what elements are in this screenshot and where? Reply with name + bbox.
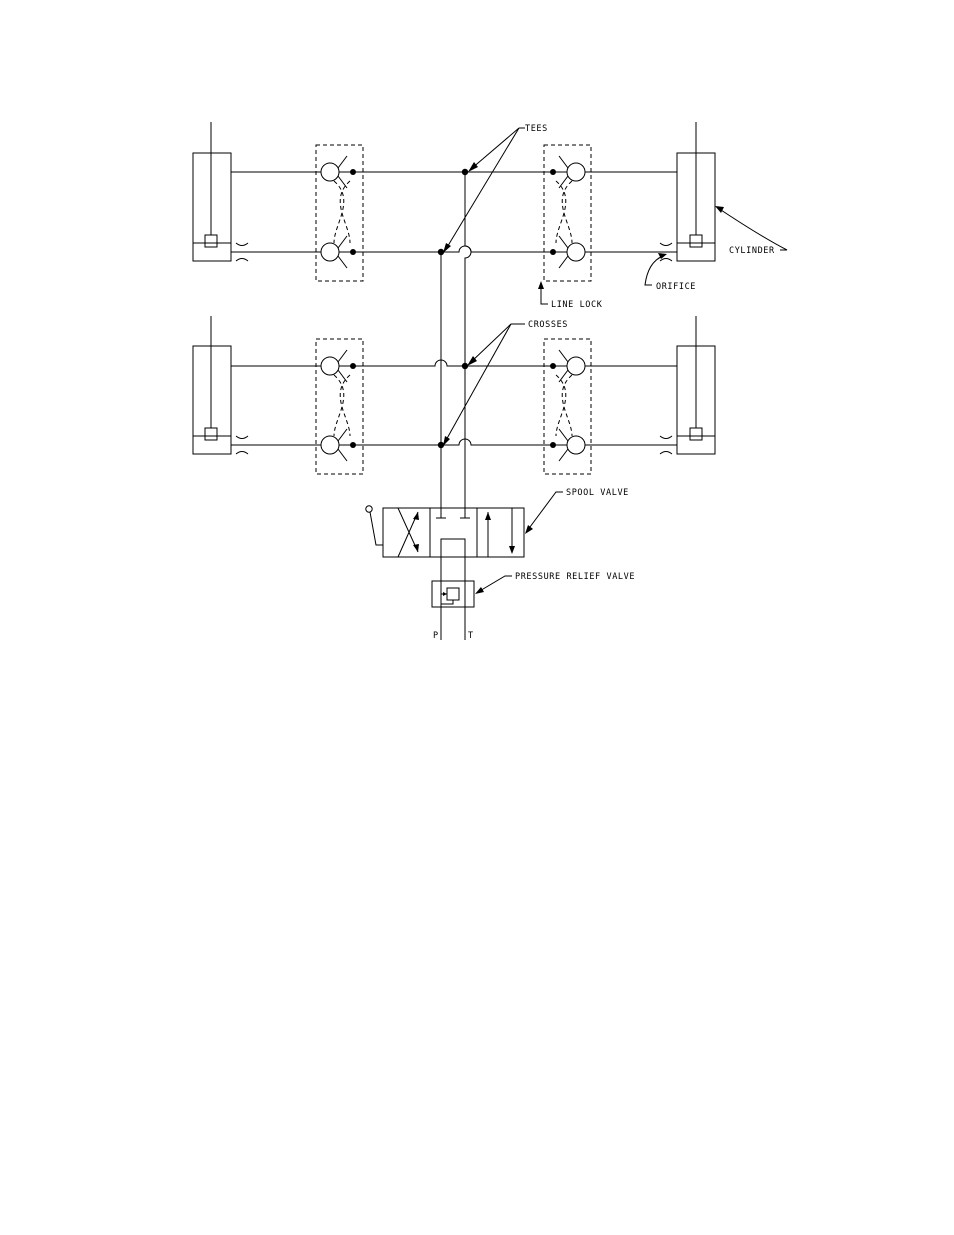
- cylinder-bottom-right: [677, 316, 715, 454]
- label-line-lock: LINE LOCK: [551, 300, 603, 310]
- line-lock-bottom-left: [316, 339, 363, 474]
- pressure-relief-valve: [432, 581, 474, 607]
- line-lock-bottom-right: [544, 339, 591, 474]
- label-tees: TEES: [525, 124, 548, 134]
- cylinder-top-right: [677, 122, 715, 261]
- label-spool-valve: SPOOL VALVE: [566, 488, 629, 498]
- cylinder-top-left: [193, 122, 231, 261]
- cylinder-bottom-left: [193, 316, 231, 454]
- labels: TEES CYLINDER ORIFICE LINE LOCK CROSSES …: [433, 124, 775, 641]
- leaders: [443, 128, 787, 594]
- label-crosses: CROSSES: [528, 320, 568, 330]
- spool-valve: [366, 506, 524, 557]
- horizontal-lines: [231, 172, 677, 445]
- orifices: [236, 243, 672, 454]
- label-port-t: T: [468, 631, 474, 641]
- label-pressure-relief-valve: PRESSURE RELIEF VALVE: [515, 572, 635, 582]
- main-lines: [441, 172, 471, 640]
- label-cylinder: CYLINDER: [729, 246, 775, 256]
- junction-dots: [438, 169, 468, 448]
- label-orifice: ORIFICE: [656, 282, 696, 292]
- label-port-p: P: [433, 631, 439, 641]
- line-lock-top-left: [316, 145, 363, 281]
- line-lock-top-right: [544, 145, 591, 281]
